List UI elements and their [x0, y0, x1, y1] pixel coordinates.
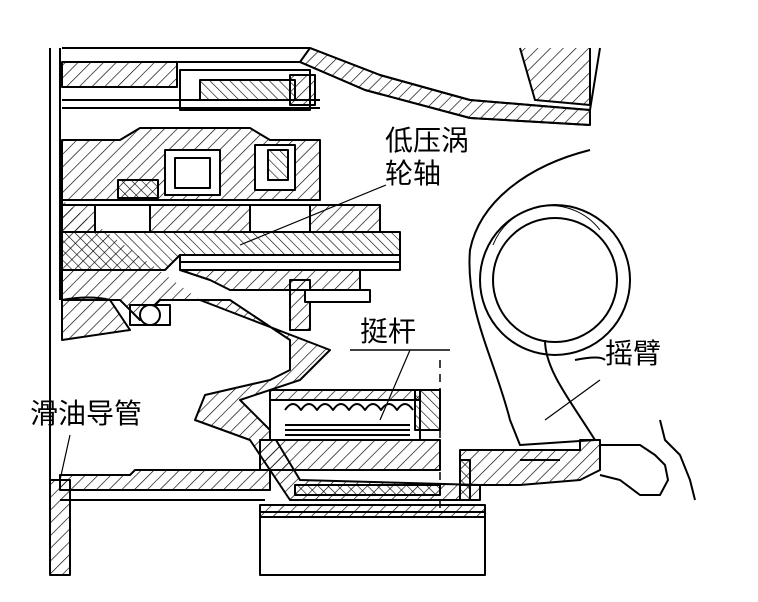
label-push-rod: 挺杆	[360, 315, 417, 348]
leader-lp-shaft	[239, 184, 387, 246]
bottom-block	[259, 511, 486, 576]
rocker-arm	[468, 149, 596, 446]
rocker-linkage	[459, 439, 601, 486]
leader-oil-tube	[59, 434, 71, 481]
leader-push-rod	[379, 349, 411, 421]
label-rocker-arm: 摇臂	[605, 337, 662, 370]
upper-housing	[61, 61, 178, 88]
label-oil-tube: 滑油导管	[30, 397, 143, 430]
oil-tube-wall	[49, 479, 71, 576]
leader-rocker-arm	[544, 379, 601, 421]
label-lp-turbine-shaft-2: 轮轴	[385, 157, 442, 190]
label-lp-turbine-shaft-1: 低压涡	[385, 124, 470, 157]
rocker-arm-bearing	[479, 204, 631, 356]
